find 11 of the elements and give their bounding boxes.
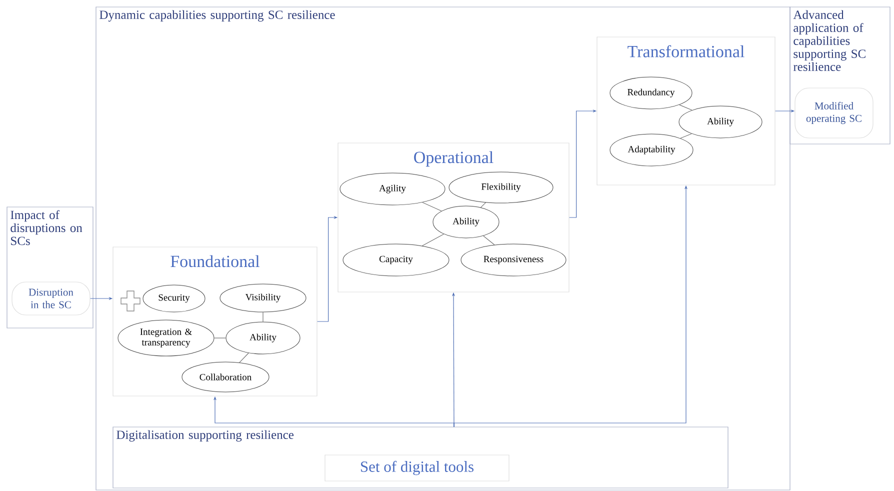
connector-line (239, 352, 249, 363)
connector-line (680, 133, 692, 139)
connector-line (422, 202, 442, 212)
connector-line (679, 104, 692, 110)
connector-line (262, 312, 264, 322)
connector-line (480, 202, 486, 208)
state-box: Modified operating SC (794, 88, 874, 138)
connector-line (483, 236, 495, 246)
connector-line (422, 234, 444, 246)
tools-box: Set of digital tools (324, 454, 510, 482)
state-box: Disruption in the SC (12, 282, 90, 316)
